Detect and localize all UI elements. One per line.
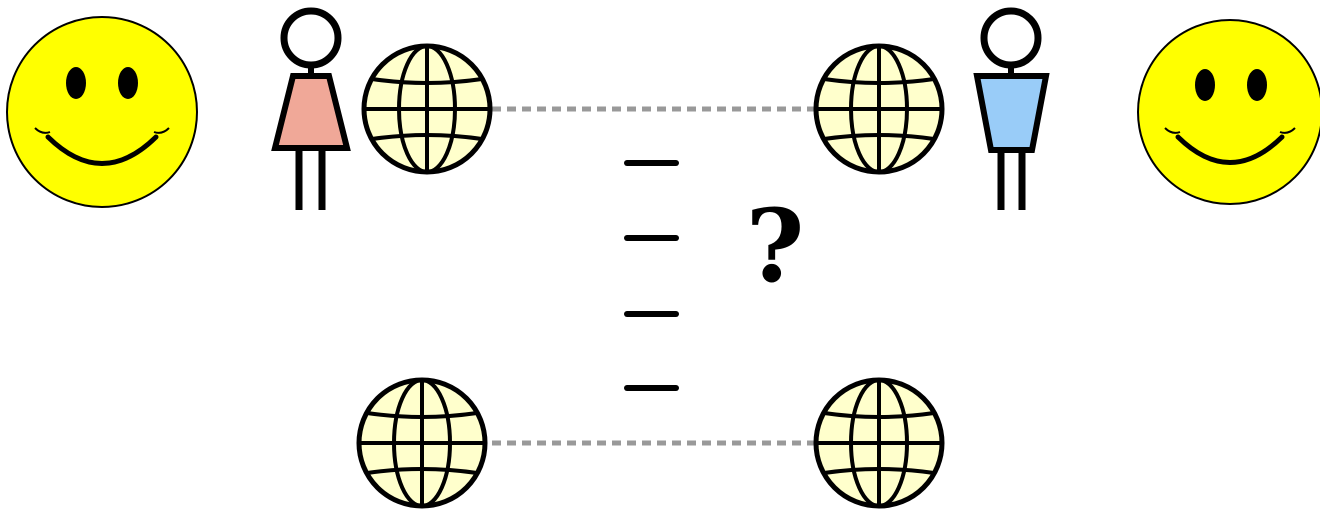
globe-icon-bottom-right: [816, 380, 942, 506]
smiley-face-icon-right: [1138, 20, 1320, 204]
female-person-icon: [275, 11, 347, 210]
globe-icon-top-left: [364, 46, 490, 172]
globe-icon-top-right: [816, 46, 942, 172]
globe-icon-bottom-left: [359, 380, 485, 506]
smiley-face-icon-left: [7, 17, 197, 207]
vertical-dash-marks: [627, 163, 676, 388]
question-mark: ?: [746, 187, 805, 305]
male-person-icon: [977, 11, 1046, 210]
